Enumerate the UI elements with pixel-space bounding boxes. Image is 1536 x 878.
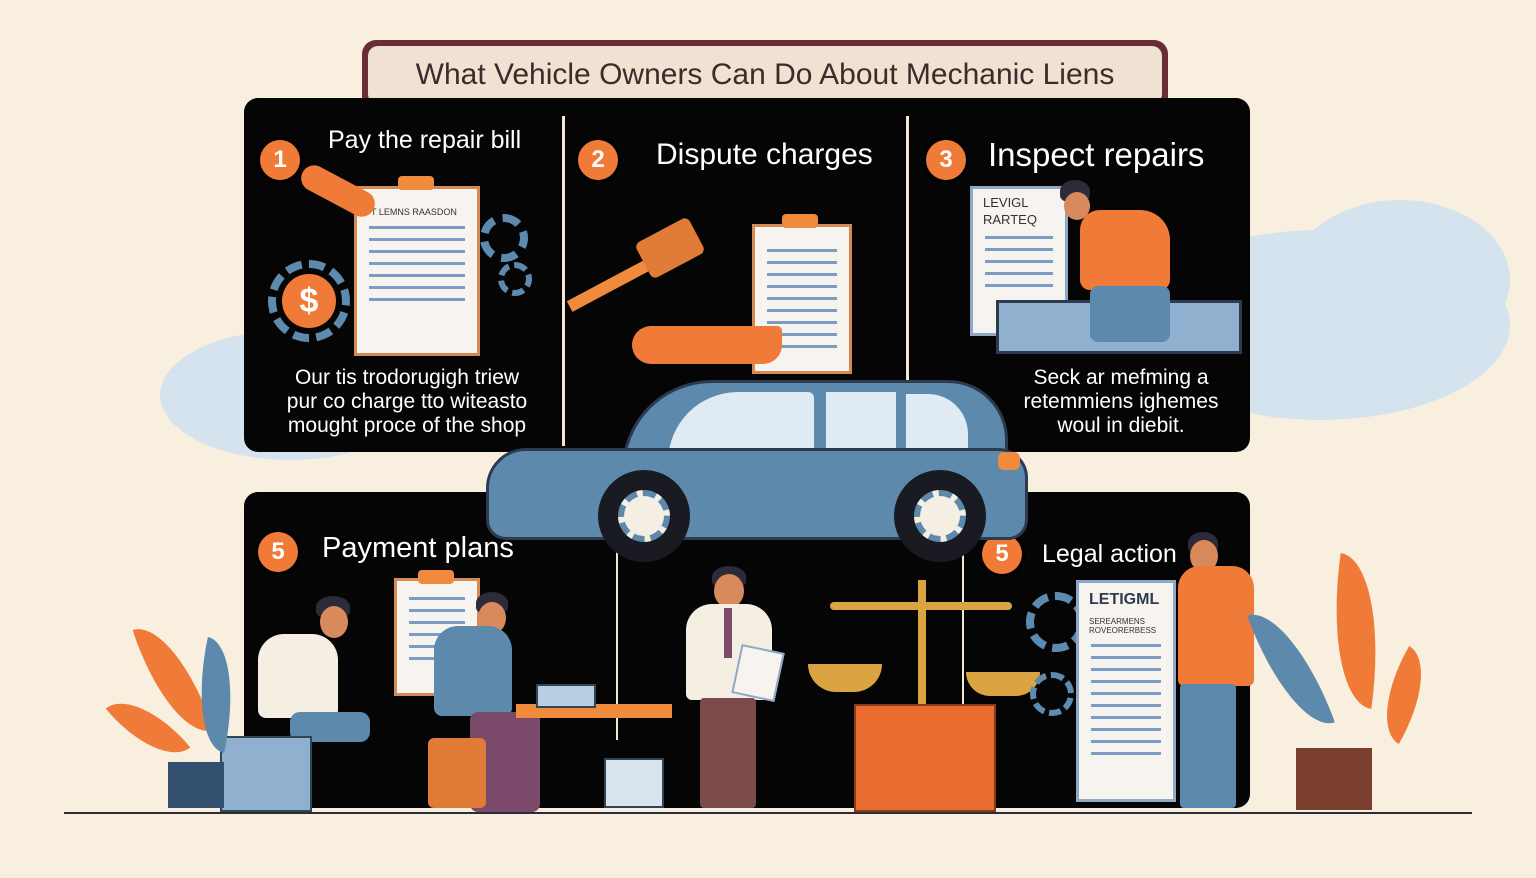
background-cloud	[1290, 200, 1510, 360]
mechanic-legs	[1090, 286, 1170, 342]
mechanic-body	[1080, 210, 1170, 290]
desc-line: Seck ar mefming a	[1033, 366, 1209, 389]
person-head	[320, 606, 348, 638]
scale-pole	[918, 580, 926, 706]
plant-leaf	[1319, 553, 1393, 709]
ground-line	[64, 812, 1472, 814]
plant-pot	[1296, 748, 1372, 810]
car-headlight	[998, 452, 1020, 470]
title-banner: What Vehicle Owners Can Do About Mechani…	[362, 40, 1168, 114]
inspect-doc-text: RARTEQ	[983, 212, 1037, 227]
desc-line: Our tis trodorugigh triew	[294, 366, 520, 389]
legal-doc-sub: SEREARMENS ROVEORERBESS	[1089, 617, 1157, 635]
dollar-icon: $	[282, 274, 336, 328]
desc-line: pur co charge tto witeasto	[286, 390, 528, 413]
legal-document: LETIGML SEREARMENS ROVEORERBESS	[1076, 580, 1176, 802]
step-1-description: Our tis trodorugigh triew pur co charge …	[262, 366, 552, 438]
step-5-number: 5	[982, 534, 1022, 574]
panel-divider	[562, 116, 565, 446]
gear-icon	[1030, 672, 1074, 716]
step-4-heading: Payment plans	[322, 532, 514, 564]
gear-icon	[480, 214, 528, 262]
step-2-number: 2	[578, 140, 618, 180]
person-jacket	[1178, 566, 1254, 686]
step-3-number: 3	[926, 140, 966, 180]
person-legs	[1180, 684, 1236, 808]
stool	[428, 738, 486, 808]
page-title: What Vehicle Owners Can Do About Mechani…	[368, 46, 1162, 104]
plant-leaf	[1247, 600, 1335, 738]
car-hubcap	[618, 490, 670, 542]
desc-line: woul in diebit.	[1057, 414, 1185, 437]
file-box	[604, 758, 664, 808]
desc-line: mought proce of the shop	[287, 414, 527, 437]
desc-line: retemmiens ighemes	[1023, 390, 1219, 413]
scale-pan-right	[966, 672, 1040, 696]
plant-pot	[168, 762, 224, 808]
plant-leaf	[1364, 646, 1444, 744]
step-3-heading: Inspect repairs	[988, 136, 1205, 173]
clipboard-clip-icon	[782, 214, 818, 228]
step-2-heading: Dispute charges	[656, 138, 873, 171]
tie-icon	[724, 608, 732, 658]
book-stack	[220, 736, 312, 812]
legal-doc-title: LETIGML	[1089, 591, 1160, 608]
step-3-description: Seck ar mefming a retemmiens ighemes wou…	[1004, 366, 1238, 438]
laptop-icon	[536, 684, 596, 708]
dollar-gear-icon	[268, 260, 350, 342]
cabinet	[854, 704, 996, 812]
person-shirt	[258, 634, 338, 718]
person-legs	[700, 698, 756, 808]
car-hubcap	[914, 490, 966, 542]
clipboard-clip-icon	[418, 570, 454, 584]
person-head	[714, 574, 744, 608]
panel-divider	[962, 520, 964, 780]
open-hand-icon	[632, 326, 782, 364]
step-1-heading: Pay the repair bill	[328, 126, 522, 154]
panel-divider	[616, 520, 618, 740]
bill-doc-text: T LEMNS RAASDON	[371, 207, 457, 217]
inspect-doc-text: LEVIGL	[983, 195, 1029, 210]
clipboard-clip-icon	[398, 176, 434, 190]
panel-divider	[906, 116, 909, 446]
gear-icon	[498, 262, 532, 296]
step-1-number: 1	[260, 140, 300, 180]
repair-bill-document: T LEMNS RAASDON	[354, 186, 480, 356]
person-shirt	[434, 626, 512, 716]
step-5-heading: Legal action	[1042, 540, 1177, 568]
step-4-number: 5	[258, 532, 298, 572]
